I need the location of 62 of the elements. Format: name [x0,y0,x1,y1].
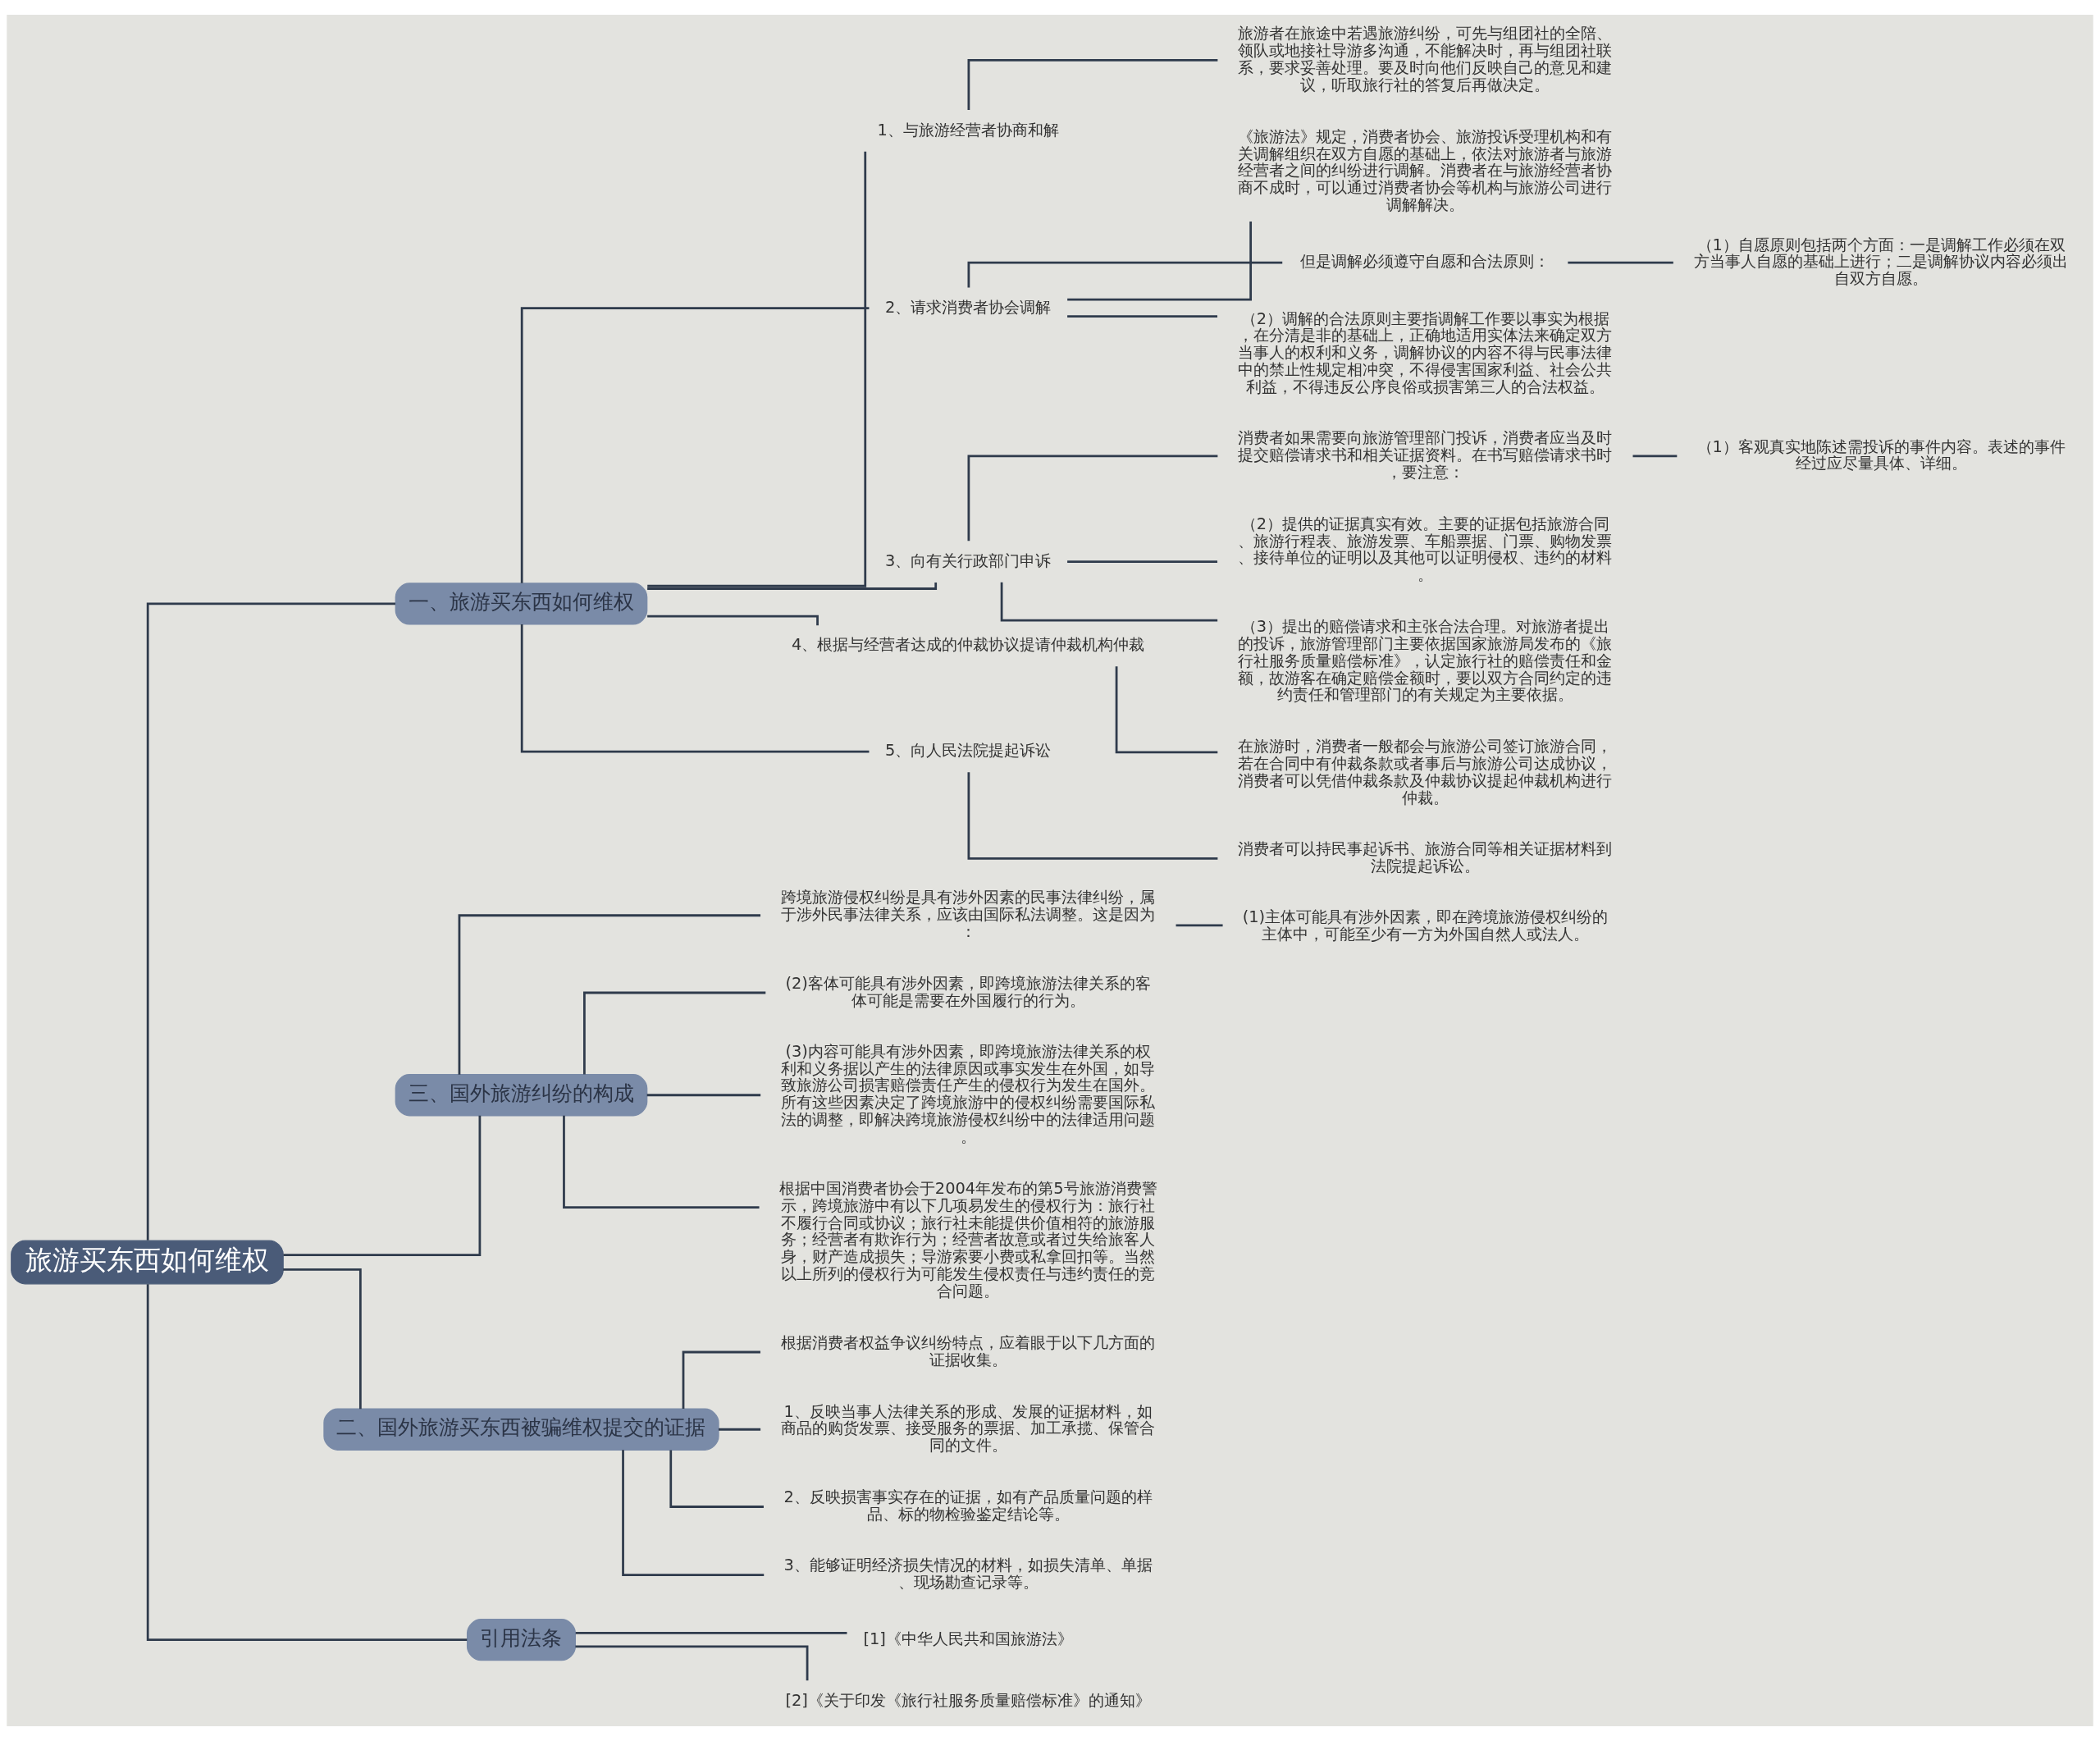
connector [1115,666,1218,754]
node-text: 但是调解必须遵守自愿和合法原则： [1300,252,1550,272]
connector [967,455,1218,541]
node-text: 3、向有关行政部门申诉 [885,551,1052,570]
connector [520,624,870,753]
connector [622,1450,765,1577]
connector [575,1631,847,1634]
connector [1568,261,1673,264]
connector [146,602,395,1241]
connector [1176,924,1223,927]
node-text: （1）自愿原则包括两个方面：一是调解工作必须在双方当事人自愿的基础上进行；二是调解协议内容必须出自双方自愿。 [1694,235,2069,289]
connector [669,1450,764,1508]
node-text: 根据中国消费者协会于2004年发布的第5号旅游消费警示，跨境旅游中有以下几项易发生的侵权行为：旅行社不履行合同或协议；旅行社未能提供价值相符的旅游服务；经营者有欺诈行为；经营者故意或者过失给旅客人身，财产造成损失；导游索要小费或私拿回扣等。当然以上所列的侵权行为可能发生侵权责任与违约责任的竞合问题。 [778,1178,1157,1300]
node-text: （3）提出的赔偿请求和主张合法合理。对旅游者提出的投诉，旅游管理部门主要依据国家旅游局发布的《旅行社服务质量赔偿标准》，认定旅行社的赔偿责任和金额，故游客在确定赔偿金额时，要以双方合同约定的违约责任和管理部门的有关规定为主要依据。 [1238,617,1613,705]
connector [719,1428,761,1431]
connector [1067,315,1218,318]
connector [967,772,1218,860]
node-text: 5、向人民法院提起诉讼 [885,741,1052,761]
node-text: 旅游者在旅途中若遇旅游纠纷，可先与组团社的全陪、领队或地接社导游多沟通，不能解决时，再与组团社联系，要求妥善处理。要及时向他们反映自己的意见和建议，听取旅行社的答复后再做决定。 [1238,24,1613,94]
connector [1632,455,1678,458]
node-box: 二、国外旅游买东西被骗维权提交的证据 [323,1408,719,1451]
connector [1067,222,1253,301]
node-text: [2]《关于印发《旅行社服务质量赔偿标准》的通知》 [785,1690,1151,1710]
connector [1000,582,1218,622]
node-text: 2、反映损害事实存在的证据，如有产品质量问题的样品、标的物检验鉴定结论等。 [783,1487,1153,1524]
node-text: 根据消费者权益争议纠纷特点，应着眼于以下几方面的证据收集。 [781,1332,1156,1369]
connector [647,151,867,587]
node-text: 消费者可以持民事起诉书、旅游合同等相关证据材料到法院提起诉讼。 [1238,839,1613,875]
node-box: 引用法条 [466,1619,577,1661]
node-text: (3)内容可能具有涉外因素，即跨境旅游法律关系的权利和义务据以产生的法律原因或事实发生在外国，如导致旅游公司损害赔偿责任产生的侵权行为发生在国外。所有这些因素决定了跨境旅游中的侵权纠纷需要国际私法的调整，即解决跨境旅游侵权纠纷中的法律适用问题。 [781,1041,1156,1146]
connector [563,1115,760,1209]
node-text: 4、根据与经营者达成的仲裁协议提请仲裁机构仲裁 [792,635,1145,655]
node-text: 3、能够证明经济损失情况的材料，如损失清单、单据、现场勘查记录等。 [783,1556,1153,1592]
node-text: 2、请求消费者协会调解 [885,297,1052,317]
connector [520,307,870,583]
connector [575,1645,809,1681]
connector [146,1284,468,1642]
node-text: 1、与旅游经营者协商和解 [877,120,1059,139]
node-text: (2)客体可能具有涉外因素，即跨境旅游法律关系的客体可能是需要在外国履行的行为。 [785,973,1151,1010]
node-text: 1、反映当事人法律关系的形成、发展的证据材料，如商品的购货发票、接受服务的票据、加工承揽、保管合同的文件。 [781,1401,1156,1455]
connector [646,1094,761,1097]
node-text: 《旅游法》规定，消费者协会、旅游投诉受理机构和有关调解组织在双方自愿的基础上，依法对旅游者与旅游经营者之间的纠纷进行调解。消费者在与旅游经营者协商不成时，可以通过消费者协会等机构与旅游公司进行调解解决。 [1238,126,1613,214]
node-box: 一、旅游买东西如何维权 [395,583,648,625]
node-box: 旅游买东西如何维权 [11,1240,284,1285]
connector [647,615,819,626]
node-text: （2）提供的证据真实有效。主要的证据包括旅游合同、旅游行程表、旅游发票、车船票据、门票、购物发票、接待单位的证明以及其他可以证明侵权、违约的材料。 [1238,514,1613,585]
node-text: 消费者如果需要向旅游管理部门投诉，消费者应当及时提交赔偿请求书和相关证据资料。在书写赔偿请求书时，要注意： [1238,428,1613,482]
node-text: （2）调解的合法原则主要指调解工作要以事实为根据，在分清是非的基础上，正确地适用实体法来确定双方当事人的权利和义务，调解协议的内容不得与民事法律中的禁止性规定相冲突，不得侵害国家利益、社会公共利益，不得违反公序良俗或损害第三人的合法权益。 [1238,308,1613,396]
node-text: 在旅游时，消费者一般都会与旅游公司签订旅游合同，若在合同中有仲裁条款或者事后与旅游公司达成协议，消费者可以凭借仲裁条款及仲裁协议提起仲裁机构进行仲裁。 [1238,737,1613,807]
connector [283,1115,482,1257]
connector [583,991,766,1075]
node-text: 跨境旅游侵权纠纷是具有涉外因素的民事法律纠纷，属于涉外民事法律关系，应该由国际私法调整。这是因为： [781,888,1156,941]
node-text: [1]《中华人民共和国旅游法》 [863,1629,1073,1648]
connector [458,914,761,1075]
connector [967,59,1218,111]
connector [647,582,938,590]
node-text: (1)主体可能具有涉外因素，即在跨境旅游侵权纠纷的主体中，可能至少有一方为外国自然人或法人。 [1242,907,1609,944]
connector [1067,560,1218,564]
connector [283,1268,362,1410]
node-box: 三、国外旅游纠纷的构成 [395,1074,648,1117]
node-text: （1）客观真实地陈述需投诉的事件内容。表述的事件经过应尽量具体、详细。 [1696,436,2066,473]
connector [682,1350,760,1409]
